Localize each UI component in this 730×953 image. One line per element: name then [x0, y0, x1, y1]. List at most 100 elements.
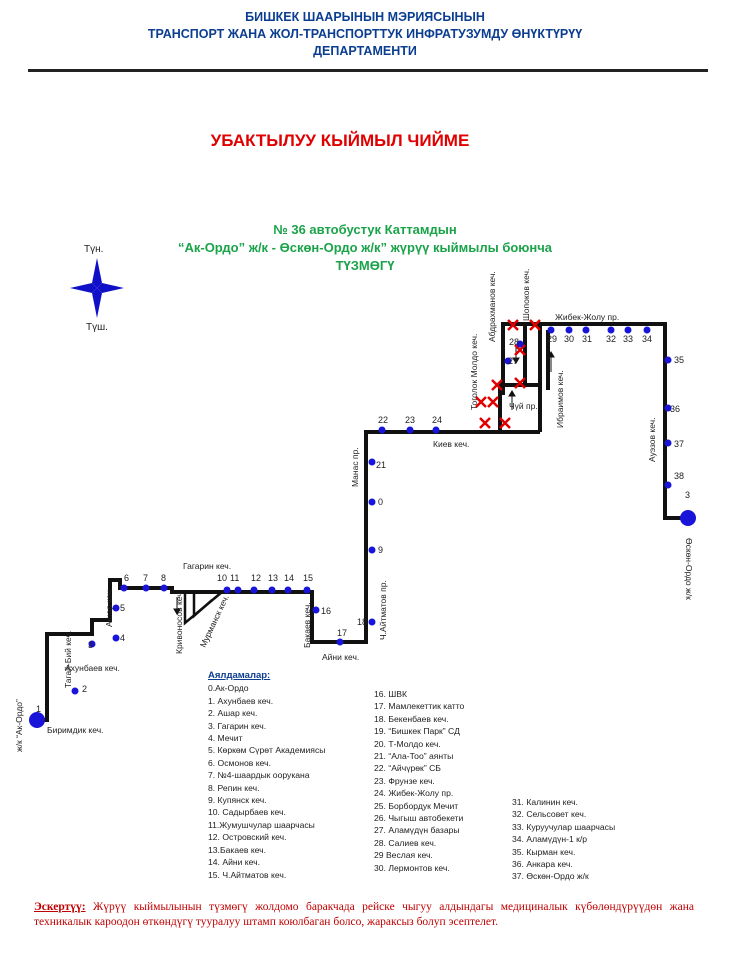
- street-chuy: Чүй пр.: [509, 401, 538, 411]
- stop-number: 3: [88, 640, 93, 650]
- legend-item: 9. Купянск кеч.: [208, 795, 267, 806]
- legend-item: 23. Фрунзе кеч.: [374, 775, 435, 786]
- terminal-label-ak-ordo: ж/к “Ак-Ордо”: [14, 699, 24, 752]
- legend-item: 21. “Ала-Тоо” аянты: [374, 751, 454, 762]
- header-divider: [28, 69, 708, 72]
- stop-number: 11: [230, 573, 239, 583]
- terminal-osken-ordo: [680, 510, 696, 526]
- page-title: УБАКТЫЛУУ КЫЙМЫЛ ЧИЙМЕ: [210, 131, 470, 150]
- legend-item: 17. Мамлекеттик катто: [374, 701, 465, 712]
- stop-number: 7: [143, 573, 148, 583]
- legend-item: 37. Өскөн-Ордо ж/к: [512, 871, 589, 882]
- closed-road-markers: [475, 319, 541, 429]
- compass-south: Түш.: [86, 322, 108, 333]
- street-gagarin: Гагарин кеч.: [183, 561, 231, 571]
- stop-number: 34: [642, 334, 652, 344]
- stops-legend-col-3: 31. Калинин кеч. 32. Сельсовет кеч. 33. …: [512, 796, 615, 883]
- stop-number: 33: [623, 334, 633, 344]
- legend-item: 29 Веслая кеч.: [374, 850, 433, 861]
- street-krivonosov: Кривоносов кеч.: [174, 590, 184, 654]
- detour-line: [183, 591, 223, 626]
- stop-number: 23: [405, 415, 415, 425]
- stop-number: 14: [284, 573, 294, 583]
- street-aini: Айни кеч.: [322, 652, 359, 662]
- street-manas: Манас пр.: [350, 447, 360, 487]
- footnote-text: Жүрүү кыймылынын түзмөгү жолдомо баракча…: [34, 901, 694, 928]
- subtitle-line-1: № 36 автобустук Каттамдын: [273, 222, 457, 237]
- street-kiev: Киев кеч.: [433, 439, 469, 449]
- subtitle-line-2: “Ак-Ордо” ж/к - Өскөн-Ордо ж/к” жүрүү кы…: [177, 240, 553, 255]
- legend-item: 31. Калинин кеч.: [512, 797, 578, 807]
- legend-item: 11.Жумушчулар шаарчасы: [208, 819, 315, 830]
- footnote: Эскертүү: Жүрүү кыймылынын түзмөгү жолдо…: [34, 900, 694, 930]
- street-bakaev: Бакаев кеч.: [302, 602, 312, 648]
- stop-number: 38: [674, 471, 684, 481]
- street-zhibek-zholu: Жибек-Жолу пр.: [555, 312, 619, 322]
- header-line-3: ДЕПАРТАМЕНТИ: [313, 44, 417, 58]
- street-togolok-moldo: Тоголок Молдо кеч.: [469, 334, 479, 410]
- legend-item: 0.Ак-Ордо: [208, 683, 249, 694]
- stop-number-labels: 1 2 3 4 5 6 7 8 10 11 12 13 14 15 16 17 …: [36, 334, 690, 714]
- compass-north: Түн.: [84, 244, 103, 255]
- stop-number: 18: [357, 617, 367, 627]
- legend-title: Аялдамалар:: [208, 670, 271, 681]
- legend-item: 19. “Бишкек Парк” СД: [374, 726, 460, 737]
- street-ashar: Ашар кеч.: [104, 588, 114, 627]
- legend-item: 1. Ахунбаев кеч.: [208, 695, 274, 706]
- legend-item: 8. Репин кеч.: [208, 782, 260, 793]
- legend-item: 14. Айни кеч.: [208, 857, 261, 868]
- stop-number: 36: [670, 404, 680, 414]
- legend-item: 28. Салиев кеч.: [374, 837, 437, 848]
- legend-item: 5. Көркөм Сүрөт Академиясы: [208, 745, 326, 756]
- stop-number: 10: [217, 573, 227, 583]
- subtitle-line-3: ТҮЗМӨГҮ: [335, 258, 395, 273]
- legend-item: 7. №4-шаардык ооруканa: [208, 770, 310, 781]
- legend-item: 22. “Айчүрөк” СБ: [374, 763, 441, 774]
- stop-number: 13: [268, 573, 278, 583]
- legend-item: 6. Осмонов кеч.: [208, 757, 271, 768]
- stop-number: 6: [124, 573, 129, 583]
- street-murmansk: Мурманск кеч.: [198, 593, 231, 649]
- terminal-ak-ordo: [29, 712, 45, 728]
- legend-item: 32. Сельсовет кеч.: [512, 809, 587, 820]
- legend-item: 24. Жибек-Жолу пр.: [374, 788, 454, 799]
- stop-number: 22: [378, 415, 388, 425]
- stop-number: 32: [606, 334, 616, 344]
- street-ibraimov: Ибраимов кеч.: [555, 370, 565, 428]
- legend-item: 25. Борбордук Мечит: [374, 800, 459, 811]
- legend-item: 30. Лермонтов кеч.: [374, 862, 450, 873]
- stop-number: 24: [432, 415, 442, 425]
- street-ahunbaev: Ахунбаев кеч.: [65, 663, 120, 673]
- legend-item: 3. Гагарин кеч.: [208, 720, 267, 731]
- header-line-2: ТРАНСПОРТ ЖАНА ЖОЛ-ТРАНСПОРТТУК ИНФРАТУЗ…: [147, 27, 583, 41]
- street-abdrahmanov: Абдрахманов кеч.: [487, 271, 497, 342]
- legend-item: 18. Бекенбаев кеч.: [374, 713, 449, 724]
- header-line-1: БИШКЕК ШААРЫНЫН МЭРИЯСЫНЫН: [245, 10, 485, 24]
- stop-number: 4: [120, 633, 125, 643]
- stop-number: 35: [674, 355, 684, 365]
- stop-number: 9: [378, 545, 383, 555]
- street-aitmatov: Ч.Айтматов пр.: [378, 580, 388, 640]
- bus-stops: [71, 326, 672, 695]
- legend-item: 20. Т-Молдо кеч.: [374, 738, 441, 749]
- street-labels: Жибек-Жолу пр. Киев кеч. Гагарин кеч. Ах…: [14, 269, 694, 752]
- legend-item: 12. Островский кеч.: [208, 832, 287, 843]
- legend-item: 34. Аламүдүн-1 к/р: [512, 834, 588, 845]
- street-auezov: Ауэзов кеч.: [647, 418, 657, 462]
- stop-number: 5: [120, 603, 125, 613]
- terminal-label-osken-ordo: Өскөн-Ордо ж/к: [684, 538, 694, 600]
- stop-number: 1: [36, 704, 41, 714]
- legend-item: 35. Кырман кеч.: [512, 846, 576, 857]
- legend-item: 4. Мечит: [208, 733, 243, 744]
- legend-item: 33. Куруучулар шаарчасы: [512, 821, 616, 832]
- legend-item: 13.Бакаев кеч.: [208, 844, 267, 855]
- street-tagai-biy: Тагай-Бий кеч.: [63, 631, 73, 688]
- stop-number: 28: [509, 337, 519, 347]
- legend-item: 15. Ч.Айтматов кеч.: [208, 869, 287, 880]
- stops-legend-col-1: Аялдамалар: 0.Ак-Ордо 1. Ахунбаев кеч. 2…: [208, 670, 325, 881]
- footnote-label: Эскертүү:: [34, 901, 86, 913]
- stop-number: 16: [321, 606, 331, 616]
- stop-number: 21: [376, 460, 386, 470]
- route-line: [37, 322, 688, 722]
